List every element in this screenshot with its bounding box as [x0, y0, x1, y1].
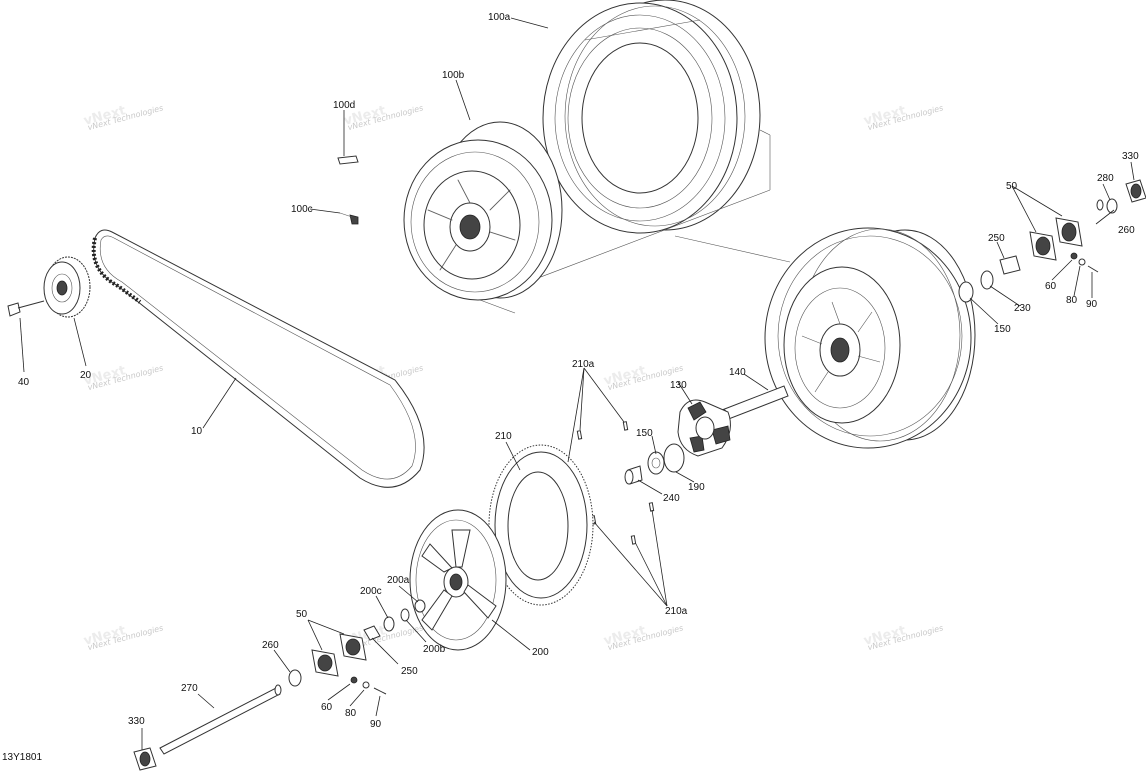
callout-100d: 100d [333, 100, 355, 111]
spacer [624, 465, 643, 485]
drive-belt [91, 229, 425, 488]
washers-200 [383, 599, 426, 632]
rear-sprocket-ring [488, 444, 594, 606]
callout-260-bottom: 260 [262, 640, 279, 651]
callout-100c: 100c [291, 204, 313, 215]
callout-labels: 100a 100b 100d 100c 10 20 40 50 250 280 … [2, 12, 1139, 763]
callout-200b: 200b [423, 644, 446, 655]
callout-150-mid: 150 [636, 428, 653, 439]
callout-130: 130 [670, 380, 687, 391]
nut-top [999, 255, 1021, 275]
axle-nut-bottom [133, 747, 157, 771]
sprocket-hub [677, 399, 731, 457]
bearing-housing-top [1029, 217, 1083, 261]
leader-lines [19, 17, 1135, 750]
o-ring [663, 443, 685, 473]
callout-240: 240 [663, 493, 680, 504]
tire-right [764, 227, 976, 449]
callout-140: 140 [729, 367, 746, 378]
callout-90-bottom: 90 [370, 719, 382, 730]
callout-200a: 200a [387, 575, 410, 586]
callout-20: 20 [80, 370, 92, 381]
rim-top [403, 121, 563, 301]
callout-60-bottom: 60 [321, 702, 333, 713]
callout-260-top: 260 [1118, 225, 1135, 236]
fasteners-top [1070, 252, 1099, 273]
callout-270: 270 [181, 683, 198, 694]
diagram-id: 13Y1801 [2, 752, 42, 763]
callout-200: 200 [532, 647, 549, 658]
callout-200c: 200c [360, 586, 382, 597]
callout-80-top: 80 [1066, 295, 1078, 306]
axle-shaft-270 [159, 684, 282, 755]
callout-100a: 100a [488, 12, 511, 23]
callout-330-bottom: 330 [128, 716, 145, 727]
washer-top [1106, 198, 1118, 214]
callout-210a-top: 210a [572, 359, 595, 370]
valve-stem [339, 212, 359, 225]
callout-250-top: 250 [988, 233, 1005, 244]
nut-bottom [363, 625, 381, 641]
washer-bottom [288, 669, 302, 687]
callout-50-top: 50 [1006, 181, 1018, 192]
washer-280 [1096, 199, 1104, 211]
callout-90-top: 90 [1086, 299, 1098, 310]
callout-150-top: 150 [994, 324, 1011, 335]
sprocket-carrier [409, 509, 507, 651]
seal-230 [980, 270, 994, 290]
callout-80-bottom: 80 [345, 708, 357, 719]
callout-40: 40 [18, 377, 30, 388]
fasteners-bottom [350, 676, 387, 695]
bolt [7, 300, 45, 317]
tire-top [542, 0, 771, 234]
callout-210a-bottom: 210a [665, 606, 688, 617]
callout-100b: 100b [442, 70, 465, 81]
valve-cap [337, 155, 359, 165]
bearing-mid [647, 451, 665, 475]
callout-10: 10 [191, 426, 203, 437]
bearing-top [958, 281, 974, 303]
callout-190: 190 [688, 482, 705, 493]
front-sprocket [43, 256, 91, 318]
callout-280: 280 [1097, 173, 1114, 184]
callout-230: 230 [1014, 303, 1031, 314]
bearing-housing-bottom [311, 633, 367, 677]
callout-330-top: 330 [1122, 151, 1139, 162]
axle-nut-top [1125, 179, 1146, 203]
callout-250-bottom: 250 [401, 666, 418, 677]
axle-shaft-140 [720, 385, 789, 421]
callout-210: 210 [495, 431, 512, 442]
callout-60-top: 60 [1045, 281, 1057, 292]
callout-50-bottom: 50 [296, 609, 308, 620]
